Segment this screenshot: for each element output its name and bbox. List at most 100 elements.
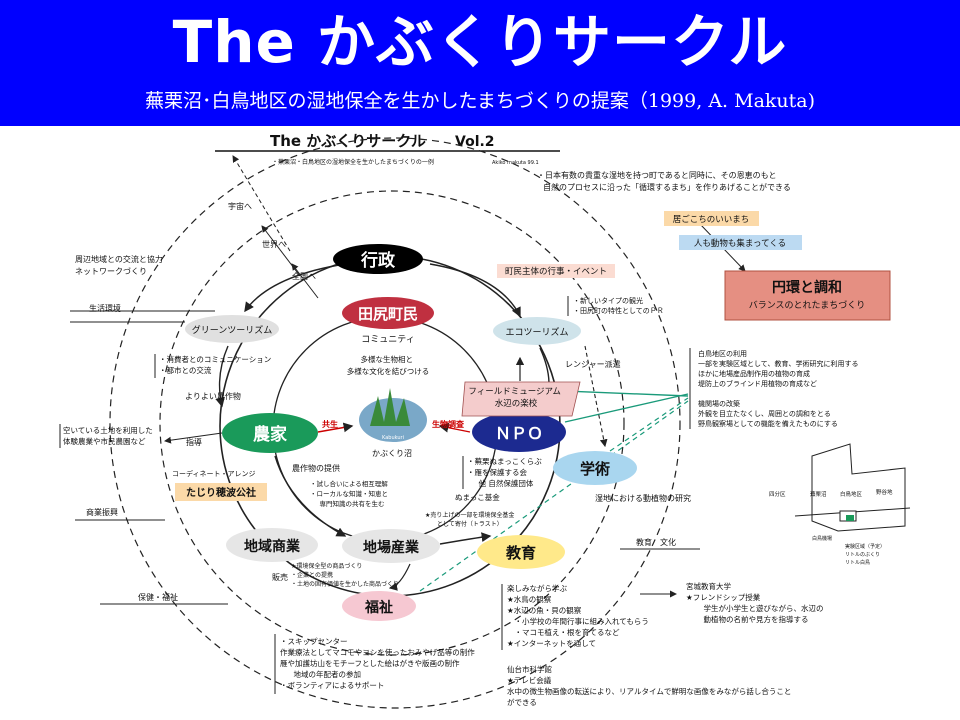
green-line-3 bbox=[609, 397, 689, 452]
kyousei-label: 共生 bbox=[322, 419, 338, 429]
chomin-events-label: 町民主体の行事・イベント bbox=[505, 266, 607, 277]
node-gakujutsu: 学術 bbox=[553, 451, 637, 485]
node-tajiri-corp-label: たじり穂波公社 bbox=[186, 486, 256, 499]
trial-text: ・試し合いによる相互理解 ・ローカルな知識・知恵と 専門知識の共有を生む bbox=[310, 479, 390, 508]
arrow-to-world bbox=[261, 225, 301, 277]
sendai-museum-text: 仙台市科学館 ★テレビ会議 水中の微生物画像の転送により、リアルタイムで鮮明な画… bbox=[507, 664, 794, 707]
shop-items-text: ★環境保全型の商品づくり ・企業との提携 ・土地の固有価値を生かした商品づくり bbox=[291, 562, 399, 588]
ranger-label: レンジャー派遣 bbox=[565, 359, 621, 369]
kyouiku-bunka-label: 教育 文化 bbox=[636, 537, 676, 547]
node-jiba-sangyou-label: 地場産業 bbox=[363, 539, 420, 556]
facility-text: 機関場の改築 外観を目立たなくし、周囲との調和をとる 野鳥観察場としての機能を備… bbox=[698, 399, 838, 428]
label-to-world: 世界へ bbox=[262, 239, 286, 249]
green-line-1 bbox=[564, 393, 689, 423]
comfortable-box bbox=[664, 211, 759, 226]
comfortable-label: 居ごこちのいいまち bbox=[673, 214, 750, 225]
middle-dashed-circle bbox=[159, 190, 625, 656]
map-label-shiratori: 白鳥地区 bbox=[840, 490, 863, 498]
coordinate-label: コーディネート・アレンジ bbox=[172, 469, 256, 478]
map-label-shiratori-mae: 白鳥機場 bbox=[812, 535, 832, 542]
field-museum-label: フィールドミュージアム 水辺の楽校 bbox=[468, 387, 563, 409]
outer-dashed-circle bbox=[109, 137, 681, 709]
node-eco-tourism-label: エコツーリズム bbox=[505, 326, 568, 338]
chomin-events-box bbox=[497, 264, 615, 278]
welfare-list: ・スキップセンター 作業療法としてマコモやヨシを使ったおみやげ品等の制作 雁や加… bbox=[280, 637, 477, 690]
node-kyouiku: 教育 bbox=[477, 535, 565, 569]
crop-supply-label: 農作物の提供 bbox=[292, 463, 340, 473]
node-green-tourism-label: グリーンツーリズム bbox=[192, 324, 273, 336]
node-chiiki-shougyou: 地域商業 bbox=[226, 528, 318, 562]
seibutsu-chousa-label: 生物調査 bbox=[432, 419, 465, 429]
node-gyousei-label: 行政 bbox=[360, 250, 396, 271]
label-to-space: 宇宙へ bbox=[228, 201, 252, 211]
node-tajiri-corp: たじり穂波公社 bbox=[175, 483, 267, 501]
miyagi-univ-text: 宮城教育大学 ★フレンドシップ授業 学生が小学生と遊びながら、水辺の 動植物の名… bbox=[686, 581, 826, 624]
label-to-nation: 全国へ bbox=[292, 271, 316, 281]
cycle-arrow-to-fukushi bbox=[388, 563, 411, 591]
harmony-sub: バランスのとれたまちづくり bbox=[749, 300, 866, 311]
cycle-arrow-top-right bbox=[429, 263, 521, 318]
doc-subtitle: ・蕪栗沼・白鳥地区の湿地保全を生かしたまちづくりの一例 bbox=[272, 158, 434, 166]
people-animals-label: 人も動物も集まってくる bbox=[694, 238, 786, 249]
wetland-research-label: 湿地における動植物の研究 bbox=[595, 493, 691, 503]
hoken-fukushi-label: 保健・福祉 bbox=[138, 592, 178, 602]
arrow-to-space bbox=[232, 155, 291, 252]
green-line-4 bbox=[419, 400, 689, 592]
fund-label: ぬまっこ基金 bbox=[455, 492, 500, 502]
banner-subtitle: 蕪栗沼･白鳥地区の湿地保全を生かしたまちづくりの提案（1999, A. Maku… bbox=[144, 90, 816, 112]
cycle-arrow-left-top bbox=[244, 263, 346, 313]
node-nouka: 農家 bbox=[222, 413, 318, 453]
doc-version: Vol.2 bbox=[455, 134, 495, 150]
arrow-ranger bbox=[584, 345, 608, 448]
arrow-to-nation bbox=[291, 263, 319, 299]
doc-author: Akiko makuta 99.1 bbox=[492, 160, 539, 166]
vision-intro: ・日本有数の貴重な湿地を持つ町であると同時に、その恩恵のもと 自然のプロセスに沿… bbox=[537, 170, 791, 192]
doc-title: The かぶくりサークル bbox=[270, 132, 426, 150]
cycle-arrow-bottom-left bbox=[274, 455, 347, 537]
npo-groups-text: ・蕪栗ぬまっこくらぶ ・雁を保護する会 他 自然保護団体 bbox=[467, 456, 544, 488]
kabukuri-logo: Kabukuri bbox=[359, 388, 427, 442]
node-eco-tourism: エコツーリズム bbox=[493, 317, 581, 345]
node-chiiki-shougyou-label: 地域商業 bbox=[244, 538, 301, 555]
circle-diagram: The かぶくりサークル Vol.2 ・蕪栗沼・白鳥地区の湿地保全を生かしたまち… bbox=[59, 132, 911, 709]
shiratori-use-text: 白鳥地区の利用 一部を実験区域として、教育、学術研究に利用する ほかに地場産品制… bbox=[698, 349, 861, 388]
better-crops-label: よりよい農作物 bbox=[185, 391, 241, 401]
map-label-kabukuri: 蕪栗沼 bbox=[810, 490, 827, 498]
education-list: 楽しみながら学ぶ ★水鳥の観察 ★水辺の魚・貝の観察 ・小学校の年間行事に組み入… bbox=[507, 583, 651, 648]
cycle-arrow-left bbox=[215, 345, 229, 408]
node-fukushi-label: 福祉 bbox=[364, 599, 393, 616]
title-banner: The かぶくりサークル 蕪栗沼･白鳥地区の湿地保全を生かしたまちづくりの提案（… bbox=[0, 0, 960, 126]
location-map: 四分区 蕪栗沼 白鳥地区 野谷地 白鳥機場 実験区域（予定） リトルのぶくり リ… bbox=[769, 443, 911, 566]
center-caption: 多様な生物相と 多様な文化を結びつける bbox=[347, 354, 430, 376]
consumer-text: ・消費者とのコミュニケーション ・都市との交流 bbox=[159, 354, 274, 375]
hanbai-label: 販売 bbox=[272, 572, 288, 582]
node-fukushi: 福祉 bbox=[342, 591, 416, 621]
logo-text: Kabukuri bbox=[382, 435, 404, 441]
center-label: かぶくり沼 bbox=[372, 449, 412, 458]
node-nouka-label: 農家 bbox=[253, 424, 287, 445]
shidou-label: 指導 bbox=[186, 437, 202, 447]
vacant-land-text: 空いている土地を利用した 体験農業や市民農園など bbox=[63, 425, 155, 446]
harmony-title: 円環と調和 bbox=[772, 279, 842, 296]
node-gakujutsu-label: 学術 bbox=[580, 460, 610, 478]
shougyou-shinkou-label: 商業振興 bbox=[86, 507, 118, 517]
map-label-nohira: 野谷地 bbox=[876, 488, 893, 496]
node-tajiri: 田尻町民 bbox=[342, 297, 434, 329]
banner-title: The かぶくりサークル bbox=[172, 8, 788, 76]
cycle-arrow-bottom bbox=[439, 532, 492, 545]
node-jiba-sangyou: 地場産業 bbox=[342, 529, 440, 563]
node-gyousei: 行政 bbox=[333, 244, 423, 274]
kyousei-line bbox=[317, 422, 354, 433]
community-label: コミュニティ bbox=[361, 334, 414, 345]
map-label-experiment: 実験区域（予定） リトルのぶくり リトル白鳥 bbox=[845, 543, 887, 566]
chousa-line bbox=[438, 422, 471, 433]
new-tourism-text: ・新しいタイプの観光 ・田尻町の特性としてのＰＲ bbox=[573, 296, 664, 315]
node-kyouiku-label: 教育 bbox=[505, 544, 536, 562]
seikatsu-label: 生活環境 bbox=[89, 303, 121, 313]
harmony-box bbox=[724, 270, 891, 321]
field-museum-box: フィールドミュージアム 水辺の楽校 bbox=[461, 381, 581, 417]
people-animals-box bbox=[679, 235, 802, 250]
node-tajiri-label: 田尻町民 bbox=[358, 305, 418, 323]
shidou-line bbox=[164, 432, 223, 444]
node-npo: ＮＰＯ bbox=[472, 412, 566, 452]
